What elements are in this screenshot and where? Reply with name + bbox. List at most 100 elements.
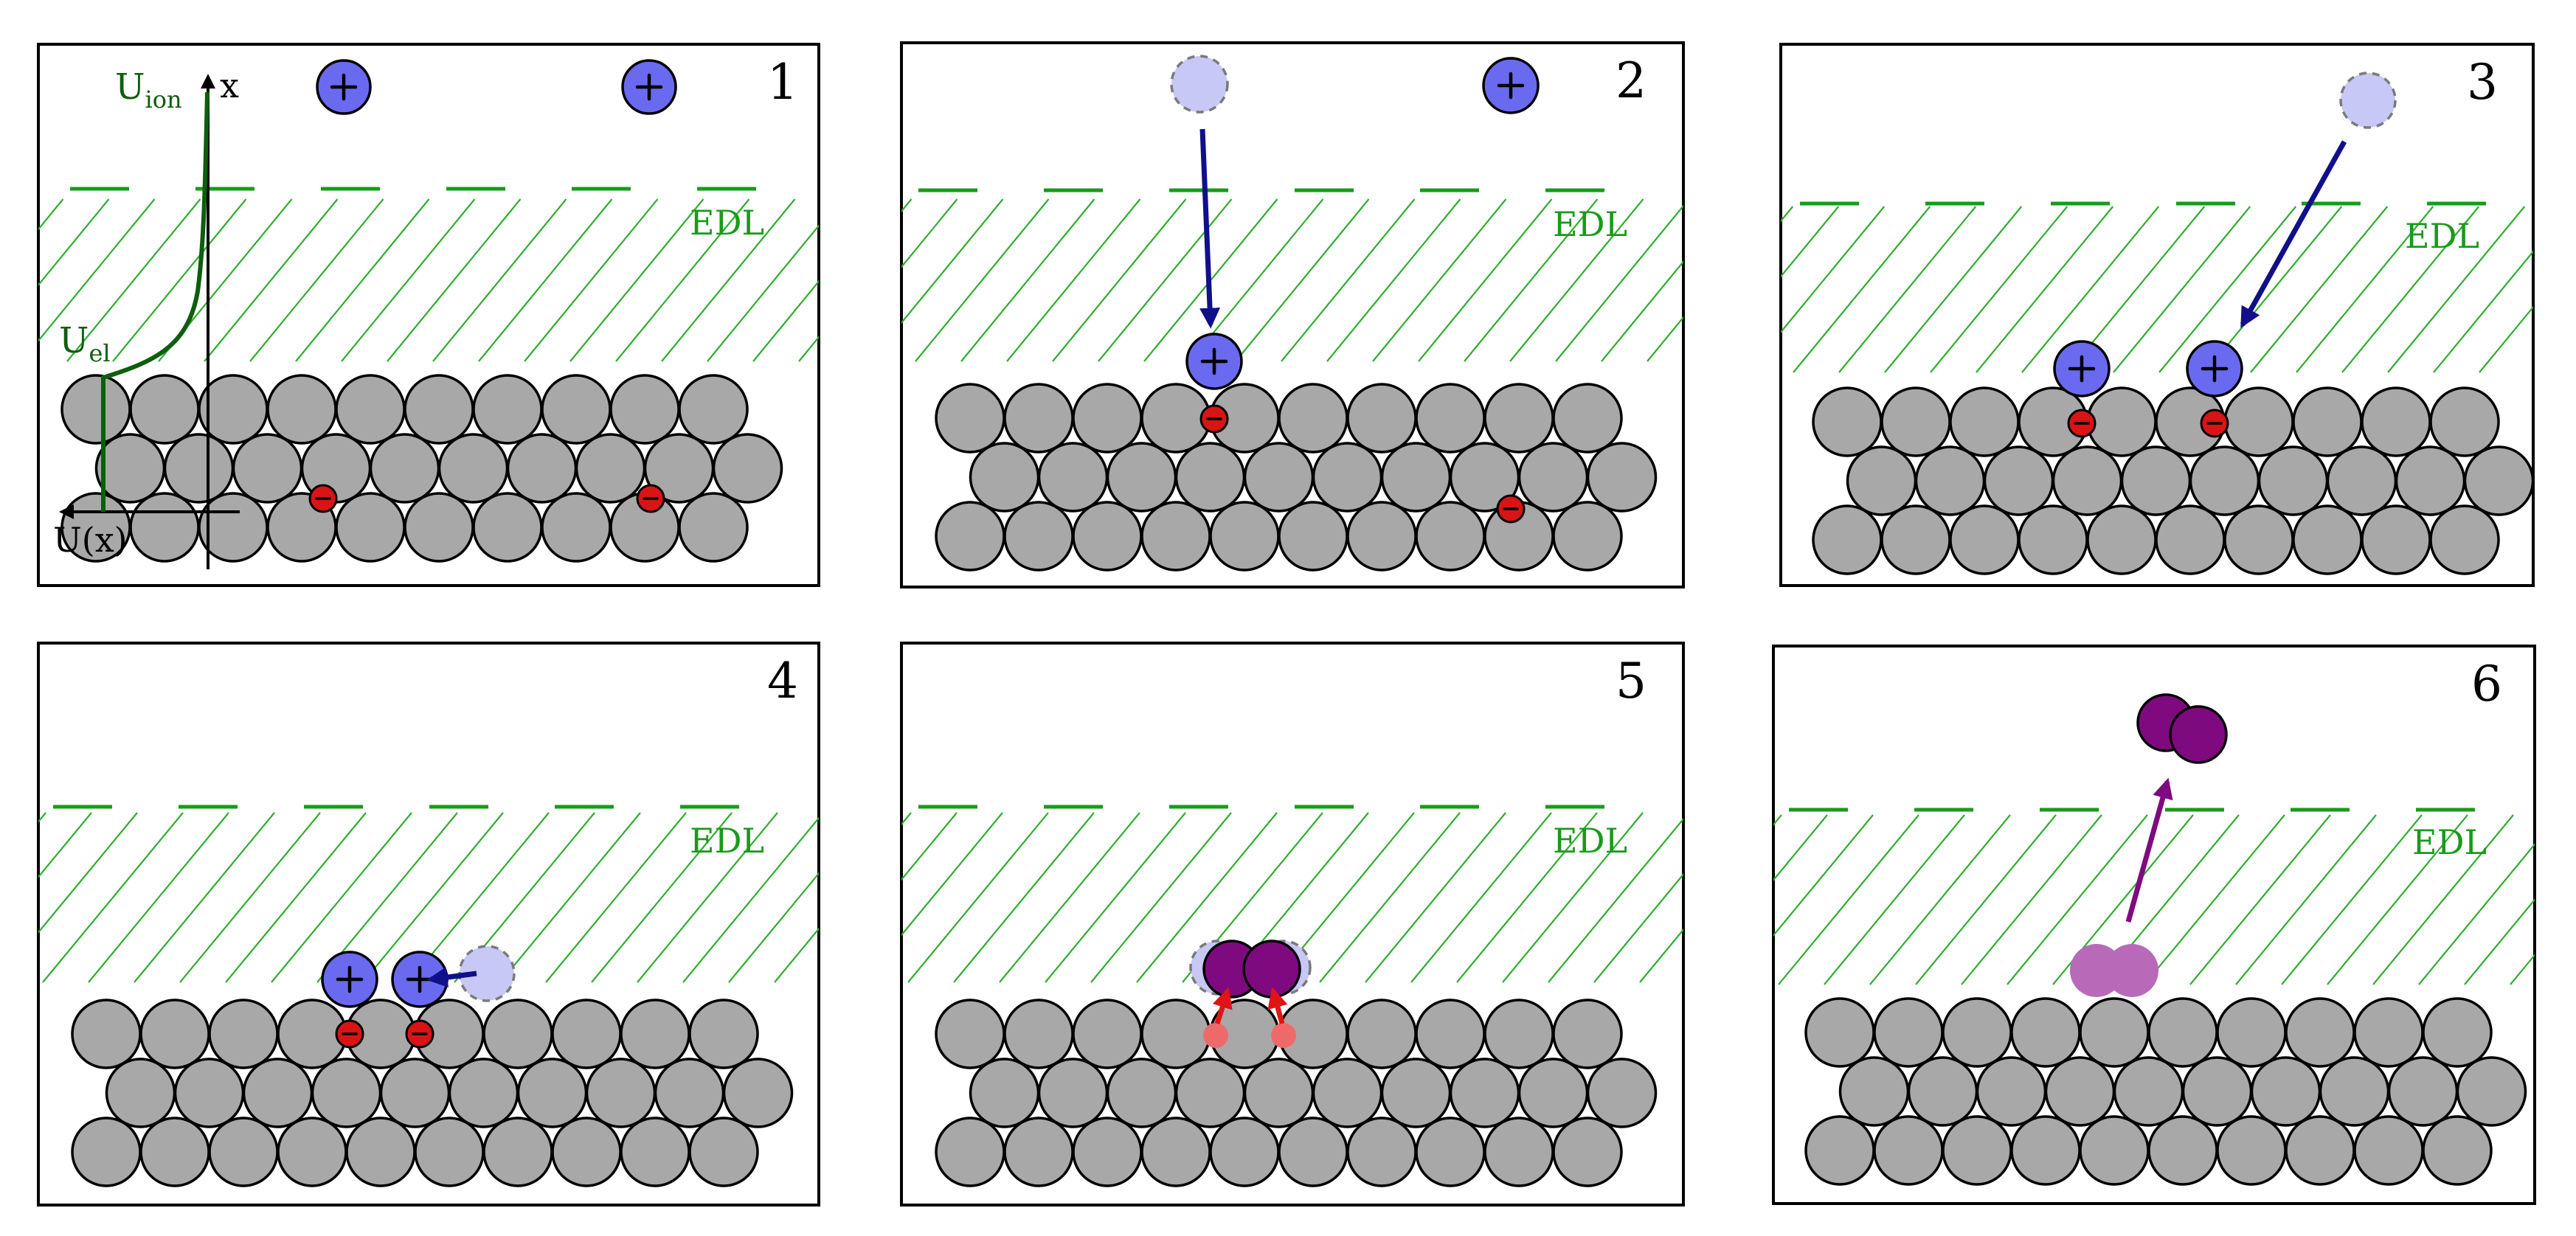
- panel-number: 5: [1616, 653, 1647, 709]
- substrate-atom: [1003, 999, 1074, 1069]
- substrate-atom: [1483, 1117, 1554, 1187]
- substrate-atom: [2250, 1056, 2321, 1127]
- substrate-atom: [2361, 386, 2431, 457]
- substrate-atom: [1037, 1058, 1109, 1128]
- edl-hatch-line: [901, 812, 958, 881]
- edl-hatch-line: [2189, 814, 2331, 985]
- edl-hatch-line: [1869, 814, 2011, 985]
- substrate-atom: [2155, 504, 2226, 575]
- edl-hatch-line: [1781, 206, 1840, 278]
- edl-hatch-line: [225, 812, 367, 983]
- h2-molecule: [2136, 693, 2228, 764]
- ion-ghost: [1170, 55, 1229, 114]
- edl-hatch-line: [387, 198, 522, 362]
- edl-hatch-line: [432, 198, 567, 362]
- substrate-atom: [1838, 1056, 1910, 1127]
- substrate-atom: [2052, 445, 2123, 516]
- edl-hatch-line: [2479, 305, 2533, 373]
- u-ion-label: Uion: [115, 66, 182, 114]
- edl-hatch-line: [1502, 812, 1644, 983]
- substrate-atom: [1804, 1115, 1875, 1186]
- substrate-atom: [2387, 1056, 2459, 1127]
- substrate-atom: [2429, 386, 2500, 457]
- substrate-atom: [541, 492, 612, 563]
- edl-hatch-line: [179, 812, 321, 983]
- substrate-atom: [1174, 1058, 1246, 1128]
- substrate: [60, 374, 783, 563]
- ion-approach-arrow: [1199, 128, 1221, 329]
- substrate-atom: [129, 374, 200, 445]
- edl-hatch-line: [112, 198, 247, 362]
- substrate-atom: [935, 999, 1005, 1069]
- substrate-atom: [2147, 1115, 2218, 1186]
- substrate-atom: [678, 492, 749, 563]
- substrate-atom: [277, 1117, 347, 1187]
- substrate-atom: [1907, 1056, 1978, 1127]
- substrate-atom: [379, 1058, 451, 1128]
- substrate-atom: [71, 1117, 142, 1187]
- substrate-atom: [585, 1058, 657, 1128]
- edl-hatch-line: [1793, 206, 1931, 373]
- edl-hatch-line: [682, 816, 819, 983]
- substrate-atom: [1812, 386, 1883, 457]
- substrate-atom: [1380, 1058, 1452, 1128]
- substrate-atom: [1880, 386, 1951, 457]
- substrate-atom: [712, 433, 783, 504]
- substrate-atom: [2353, 997, 2424, 1068]
- substrate-atom: [2189, 445, 2260, 516]
- substrate-atom: [1346, 1117, 1417, 1187]
- substrate-atom: [163, 433, 235, 504]
- edl-hatch-line: [2327, 814, 2468, 985]
- edl-hatch-line: [1639, 928, 1683, 983]
- edl-hatch-line: [2464, 898, 2535, 985]
- substrate-atom: [1278, 501, 1348, 572]
- substrate-atom: [1243, 442, 1315, 513]
- edl-hatch-line: [88, 812, 229, 983]
- substrate-atom: [1174, 442, 1246, 513]
- panel-4: EDL 4: [37, 642, 820, 1207]
- substrate-atom: [1552, 999, 1623, 1069]
- substrate-atom: [232, 433, 303, 504]
- ion: [2053, 340, 2111, 397]
- edl-hatch-line: [1838, 206, 1977, 373]
- substrate-atom: [1552, 383, 1623, 454]
- substrate-atom: [2079, 1115, 2150, 1186]
- edl-hatch-line: [915, 198, 1050, 362]
- edl-hatch-line: [271, 812, 412, 983]
- substrate-atom: [2285, 997, 2355, 1068]
- substrate-atom: [1552, 501, 1623, 572]
- edl-hatch-line: [637, 812, 778, 983]
- edl-hatch-line: [478, 198, 613, 362]
- substrate-atom: [2319, 1056, 2390, 1127]
- u-el-label: Uel: [59, 320, 111, 367]
- substrate-atom: [1312, 1058, 1383, 1128]
- panel-1: EDL x U(x) Uion Uel 1: [37, 43, 820, 587]
- substrate-atom: [1140, 999, 1211, 1069]
- substrate-atom: [2326, 445, 2397, 516]
- ion-approach-arrow: [426, 967, 477, 988]
- substrate-atom: [1914, 445, 1986, 516]
- substrate-atom: [1804, 997, 1875, 1068]
- substrate-atom: [1072, 383, 1143, 454]
- substrate-atom: [1517, 442, 1589, 513]
- edl-hatch-line: [1647, 316, 1683, 362]
- substrate-atom: [620, 1117, 690, 1187]
- edl-hatch-line: [1778, 814, 1919, 985]
- edl-label: EDL: [2412, 822, 2487, 862]
- edl-hatch-line: [752, 280, 819, 362]
- edl-hatch-line: [2021, 206, 2160, 373]
- edl-hatch-line: [1884, 206, 2023, 373]
- substrate-atom: [541, 374, 612, 445]
- substrate-atom: [935, 383, 1005, 454]
- edl-hatch-line: [1824, 814, 1965, 985]
- edl-hatch-line: [591, 812, 733, 983]
- h2-desorption-arrow: [2125, 777, 2173, 923]
- substrate-atom: [1140, 501, 1211, 572]
- edl-hatch-line: [707, 224, 819, 362]
- edl-hatch-line: [2281, 814, 2423, 985]
- edl-hatch-line: [2433, 250, 2533, 373]
- edl-hatch-line: [38, 198, 64, 231]
- edl-hatch-line: [1326, 198, 1461, 362]
- substrate-atom: [1415, 383, 1486, 454]
- edl-hatch-line: [2235, 814, 2377, 985]
